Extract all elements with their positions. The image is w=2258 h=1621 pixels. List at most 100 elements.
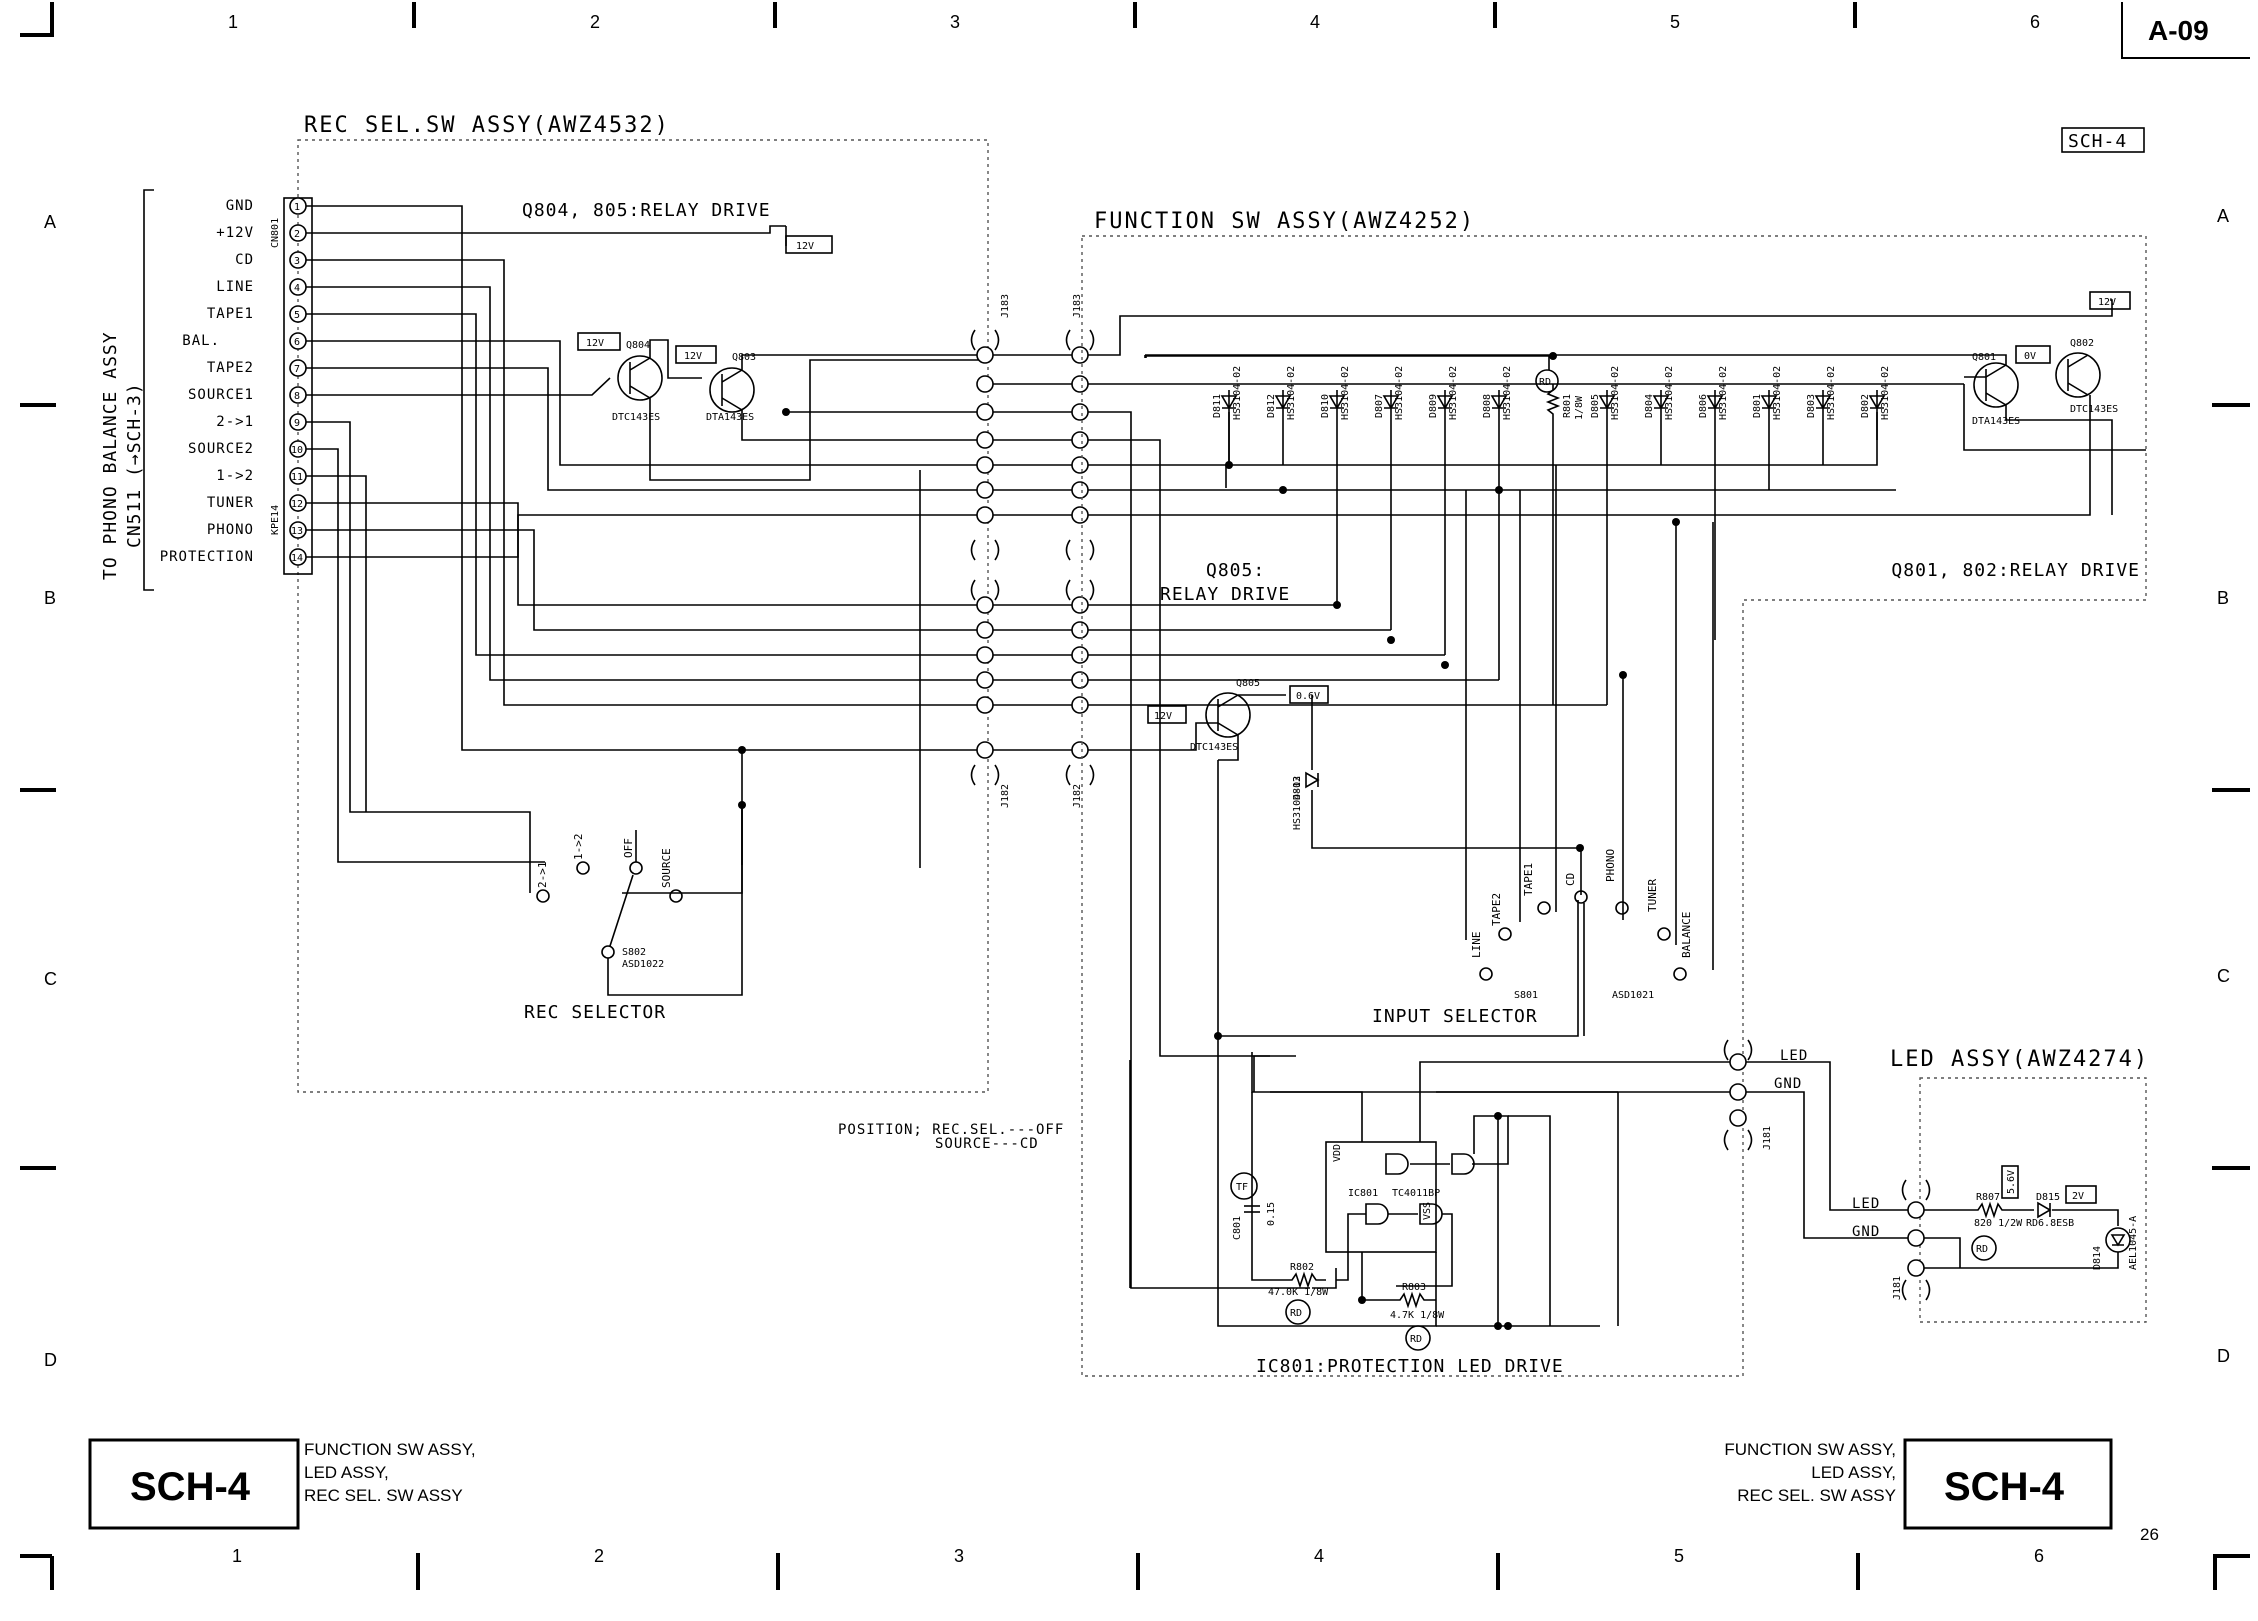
part-ref: D815 (2036, 1192, 2060, 1203)
rec-sel-assy-title: REC SEL.SW ASSY(AWZ4532) (304, 113, 670, 138)
pin-label: 1->2 (216, 468, 254, 484)
connector-pin-labels: GND +12V CD LINE TAPE1 BAL. TAPE2 SOURCE… (160, 198, 254, 565)
transistor-q805: Q805 DTC143ES 0.6V 12V (1147, 678, 1329, 753)
title-box-line: FUNCTION SW ASSY, (304, 1440, 476, 1459)
voltage-value: 12V (684, 351, 702, 362)
part-value: 47.0K 1/8W (1268, 1287, 1329, 1298)
transistor-q802: Q802 DTC143ES 12V (2055, 291, 2131, 415)
relay-drive-title: Q804, 805:RELAY DRIVE (522, 200, 771, 221)
pin-number: 11 (291, 472, 303, 483)
part-number: HS3104-02 (1826, 366, 1837, 420)
part-number: HS3104-02 (1664, 366, 1675, 420)
jumper-ref: J181 (1762, 1126, 1773, 1150)
column-numbers-top: 1 2 3 4 5 6 (228, 12, 2040, 32)
switch-position: BALANCE (1680, 912, 1693, 958)
part-number: HS3104-02 (1718, 366, 1729, 420)
ic-pin: VSS (1422, 1202, 1433, 1220)
part-number: DTA143ES (706, 412, 754, 423)
part-ref: Q805 (1236, 678, 1260, 689)
part-number: HS3104-02 (1292, 776, 1303, 830)
col-number: 1 (228, 12, 238, 32)
title-box-code: SCH-4 (130, 1465, 251, 1509)
row-letter: A (44, 212, 56, 232)
pin-number: 8 (294, 391, 300, 402)
diode-labels: D811 D812 D810 D807 D809 D808 R801 D805 … (1212, 366, 1891, 420)
jumper-ref: J182 (1000, 784, 1011, 808)
function-assy-title: FUNCTION SW ASSY(AWZ4252) (1094, 209, 1475, 234)
relay-drive-title-2: Q801, 802:RELAY DRIVE (1891, 560, 2140, 581)
col-number: 1 (232, 1546, 242, 1566)
part-value: 4.7K 1/8W (1390, 1310, 1445, 1321)
jumper-ref: J182 (1072, 784, 1083, 808)
row-letter: C (44, 969, 57, 989)
pin-number: 2 (294, 229, 300, 240)
rd-mark: RD (1976, 1244, 1988, 1255)
led-output-label: LED (1780, 1048, 1808, 1064)
title-box-right: SCH-4 FUNCTION SW ASSY, LED ASSY, REC SE… (1724, 1438, 2113, 1530)
led-assy-title: LED ASSY(AWZ4274) (1890, 1047, 2149, 1072)
part-ref: D809 (1428, 394, 1439, 418)
switch-position: OFF (622, 838, 635, 858)
sch-tag: SCH-4 (2068, 131, 2127, 152)
part-ref: D812 (1266, 394, 1277, 418)
connector-pins: 1 2 3 4 5 6 7 8 9 10 11 12 13 14 (289, 197, 307, 566)
part-ref: C801 (1232, 1216, 1243, 1240)
voltage-value: 5.6V (2006, 1170, 2017, 1194)
part-number: HS3104-02 (1502, 366, 1513, 420)
transistor-q803: Q803 DTA143ES 12V (675, 345, 756, 423)
part-ref: S802 (622, 947, 646, 958)
rec-selector-title: REC SELECTOR (524, 1002, 666, 1023)
rec-sel-assy: REC SEL.SW ASSY(AWZ4532) TO PHONO BALANC… (100, 113, 989, 1093)
part-ref: Q804 (626, 340, 650, 351)
row-letters-right: A B C D (2217, 206, 2230, 1366)
switch-position: TAPE1 (1522, 863, 1535, 896)
col-number: 5 (1670, 12, 1680, 32)
led-assy: LED ASSY(AWZ4274) LED GND J181 R807 820 … (1852, 1047, 2149, 1323)
voltage-value: 2V (2072, 1191, 2084, 1202)
pin-label: GND (226, 198, 254, 214)
col-number: 4 (1310, 12, 1320, 32)
side-label: CN511 (→SCH-3) (124, 382, 145, 548)
part-ref: D813 (1292, 776, 1303, 800)
input-selector-title: INPUT SELECTOR (1372, 1006, 1538, 1027)
position-note: POSITION; REC.SEL.---OFF (838, 1122, 1064, 1138)
col-number: 3 (950, 12, 960, 32)
switch-position: PHONO (1604, 849, 1617, 882)
ic801-protection-driver: VDD VSS IC801 TC4011BP (1217, 1036, 1910, 1377)
function-assy-border (1081, 235, 2147, 1377)
part-number: ASD1021 (1612, 990, 1654, 1001)
pin-label: CD (235, 252, 254, 268)
switch-position: CD (1564, 873, 1577, 886)
part-ref: D814 (2092, 1246, 2103, 1270)
voltage-value: 12V (586, 338, 604, 349)
title-box-line: REC SEL. SW ASSY (1737, 1486, 1896, 1505)
part-ref: Q803 (732, 352, 756, 363)
column-numbers-bottom: 1 2 3 4 5 6 (232, 1546, 2044, 1566)
rec-sel-wiring (306, 205, 985, 894)
function-sw-assy: FUNCTION SW ASSY(AWZ4252) RD D811 D812 D… (838, 209, 2147, 1377)
title-box-line: FUNCTION SW ASSY, (1724, 1440, 1896, 1459)
rd-mark: RD (1410, 1334, 1422, 1345)
part-number: AEL1045-A (2128, 1216, 2139, 1270)
jumper-ref: J181 (1892, 1276, 1903, 1300)
pin-number: 7 (294, 364, 300, 375)
part-value: 820 1/2W (1974, 1218, 2023, 1229)
switch-position: 2->1 (536, 862, 549, 889)
voltage-value: 0.6V (1296, 691, 1320, 702)
part-number: HS3104-02 (1394, 366, 1405, 420)
page-number: 26 (2140, 1525, 2159, 1544)
part-ref: R802 (1290, 1262, 1314, 1273)
row-letter: A (2217, 206, 2229, 226)
input-selector-switch: LINE TAPE2 TAPE1 CD PHONO TUNER BALANCE … (1372, 849, 1693, 1036)
col-number: 2 (590, 12, 600, 32)
sheet-ref: A-09 (2148, 15, 2209, 46)
col-number: 6 (2030, 12, 2040, 32)
part-number: RD6.8ESB (2026, 1218, 2074, 1229)
rd-mark: RD (1290, 1308, 1302, 1319)
pin-number: 6 (294, 337, 300, 348)
voltage-tag (785, 235, 833, 254)
part-ref: D807 (1374, 394, 1385, 418)
voltage-value: 12V (1154, 711, 1172, 722)
gnd-input-label: GND (1852, 1224, 1880, 1240)
